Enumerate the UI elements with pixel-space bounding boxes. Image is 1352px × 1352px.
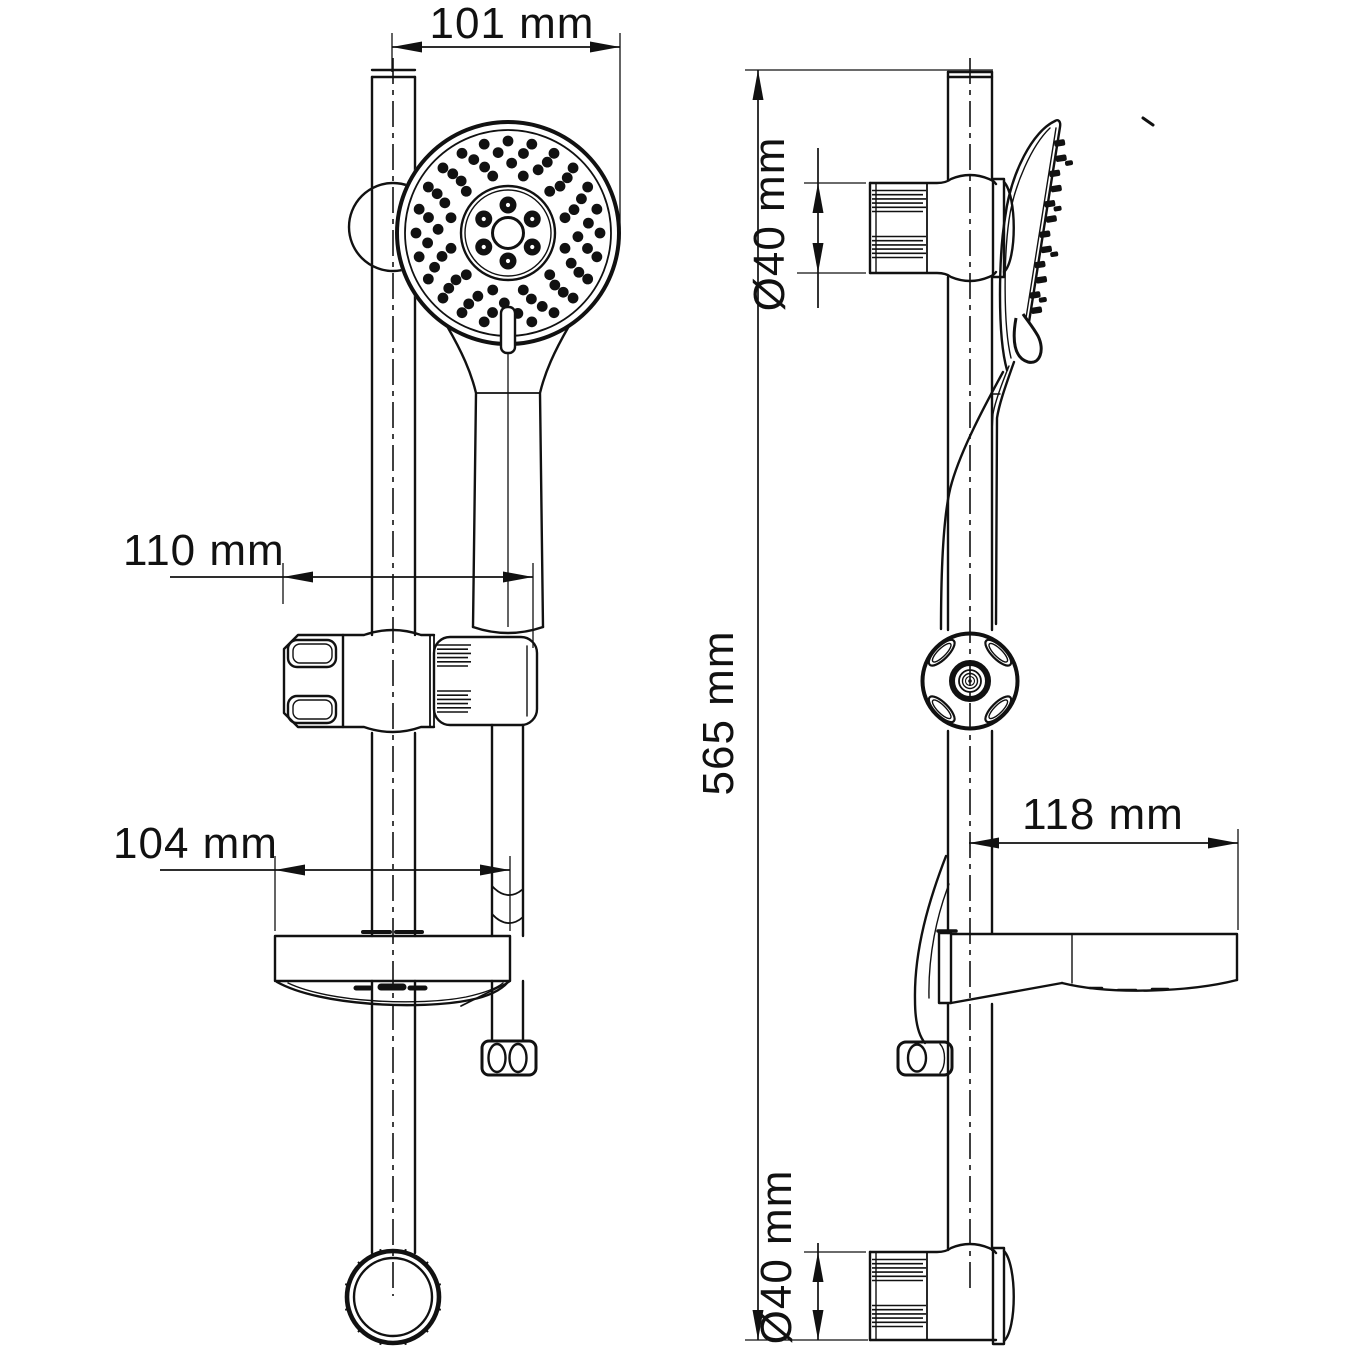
dimension-top-bracket-dia: Ø40 mm	[745, 137, 866, 312]
top-bracket-side	[868, 173, 1015, 283]
dimension-bar-length: 565 mm	[694, 69, 993, 1341]
holder-button-bottom	[286, 694, 338, 725]
side-view	[868, 58, 1239, 1346]
top-bracket-dome	[1002, 180, 1015, 274]
side-nozzles	[1029, 139, 1074, 314]
holder-knob-side	[920, 631, 1020, 731]
dimension-dish-depth: 118 mm	[969, 790, 1239, 930]
bottom-bracket-side	[868, 1242, 1015, 1346]
dimension-head-width: 101 mm	[391, 0, 621, 230]
head-mid-ring-outer	[459, 184, 557, 282]
soap-dish-front	[273, 930, 512, 1007]
dim-label-104: 104 mm	[113, 819, 278, 868]
hand-shower-side	[998, 116, 1155, 372]
hose-front	[480, 723, 538, 1077]
hand-shower-front	[395, 120, 621, 355]
center-nozzle-dots	[475, 196, 541, 270]
dimension-dish-width: 104 mm	[113, 819, 511, 931]
stray-mark	[1141, 116, 1155, 127]
handle-front	[445, 324, 571, 635]
bottom-bracket-cap-front	[344, 1248, 442, 1346]
holder-button-top	[286, 638, 338, 669]
soap-dish-side	[936, 929, 1239, 1005]
dim-label-118: 118 mm	[1022, 790, 1184, 839]
slide-bar-front	[370, 58, 417, 1296]
dim-label-110: 110 mm	[123, 526, 285, 575]
slide-bar-side	[946, 58, 994, 1293]
bottom-bracket-knurl	[872, 1258, 926, 1328]
hanging-loop	[1012, 313, 1043, 364]
head-center-hole	[491, 216, 525, 250]
dimensions: 101 mm 110 mm 104 mm 565 mm	[113, 0, 1239, 1345]
mode-lever	[499, 305, 517, 355]
dim-label-101: 101 mm	[430, 0, 595, 48]
top-bracket-knurl	[872, 189, 926, 259]
handle-side	[939, 360, 1016, 631]
dim-label-dia40-bottom: Ø40 mm	[752, 1170, 801, 1345]
dim-label-dia40-top: Ø40 mm	[745, 137, 794, 312]
holder-cup	[432, 635, 539, 727]
dimension-holder-offset: 110 mm	[123, 526, 534, 648]
hose-clip-side	[896, 1040, 954, 1077]
hose-side	[896, 854, 954, 1077]
spray-nozzle-dots	[410, 135, 606, 331]
head-mid-ring-inner	[464, 189, 552, 277]
hose-clip-front	[480, 1039, 538, 1077]
dim-label-565: 565 mm	[694, 631, 743, 796]
front-view	[273, 58, 621, 1346]
holder-bracket-front	[282, 628, 539, 734]
bottom-bracket-dome	[1002, 1249, 1015, 1343]
holder-knurl	[437, 644, 471, 713]
dimension-bottom-bracket-dia: Ø40 mm	[752, 1170, 866, 1345]
